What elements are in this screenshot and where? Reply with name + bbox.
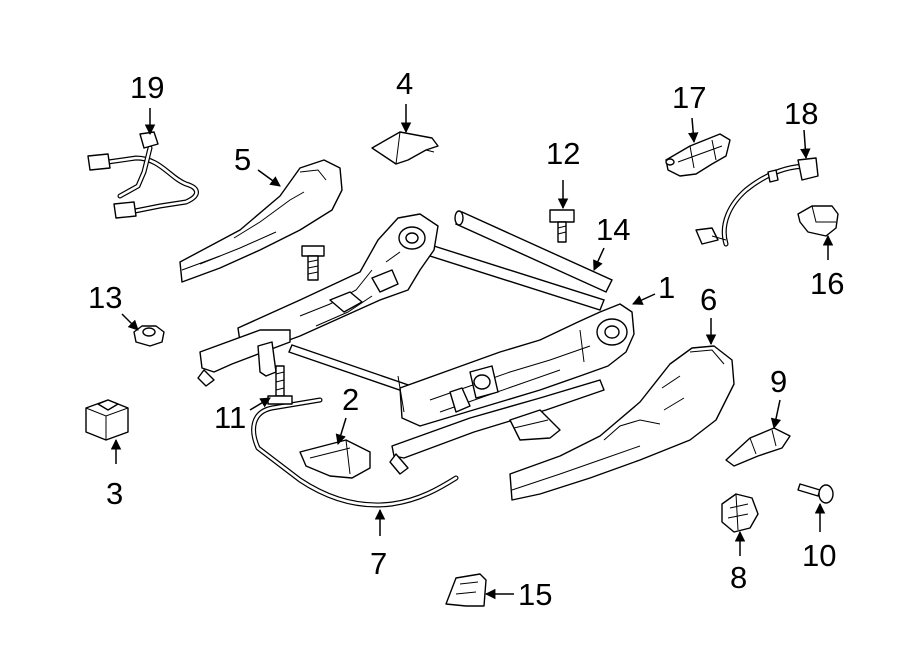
part-7-adjuster-rod[interactable] [251, 397, 459, 508]
part-15-clip[interactable] [445, 573, 487, 607]
callout-13: 13 [88, 280, 122, 315]
callout-17: 17 [672, 80, 706, 115]
part-5-outer-shield[interactable] [179, 159, 343, 283]
callout-7: 7 [370, 546, 387, 581]
callout-labels: 1 2 3 4 5 6 7 8 9 10 11 12 13 14 15 16 1… [88, 66, 844, 612]
callout-leaders [110, 104, 834, 600]
callout-18: 18 [784, 96, 818, 131]
callout-10: 10 [802, 538, 836, 573]
part-4-bracket[interactable] [371, 131, 439, 165]
callout-9: 9 [770, 364, 787, 399]
part-1-seat-track-frame[interactable] [197, 213, 635, 475]
part-19-wire-harness[interactable] [87, 131, 199, 219]
callout-1: 1 [658, 270, 675, 305]
callout-8: 8 [730, 560, 747, 595]
callout-19: 19 [130, 70, 164, 105]
part-10-screw[interactable] [797, 483, 834, 504]
part-3-bumper-block[interactable] [85, 399, 129, 441]
callout-3: 3 [106, 476, 123, 511]
part-16-bracket[interactable] [797, 205, 839, 237]
callout-16: 16 [810, 266, 844, 301]
callout-14: 14 [596, 212, 630, 247]
part-18-wire-harness[interactable] [695, 157, 819, 247]
part-12-bolt[interactable] [549, 209, 575, 243]
callout-4: 4 [396, 66, 413, 101]
callout-6: 6 [700, 282, 717, 317]
part-17-switch-bracket[interactable] [665, 133, 731, 177]
callout-5: 5 [234, 142, 251, 177]
part-2-track-cover[interactable] [299, 439, 371, 479]
part-6-outer-shield[interactable] [509, 345, 735, 501]
frame-bolt [301, 245, 325, 281]
part-9-lever-cover[interactable] [725, 427, 791, 467]
callout-2: 2 [342, 382, 359, 417]
part-8-knob[interactable] [721, 493, 759, 533]
callout-12: 12 [546, 136, 580, 171]
part-14-rod[interactable] [454, 210, 613, 293]
callout-15: 15 [518, 577, 552, 612]
callout-11: 11 [214, 400, 246, 435]
part-13-nut[interactable] [133, 325, 165, 347]
